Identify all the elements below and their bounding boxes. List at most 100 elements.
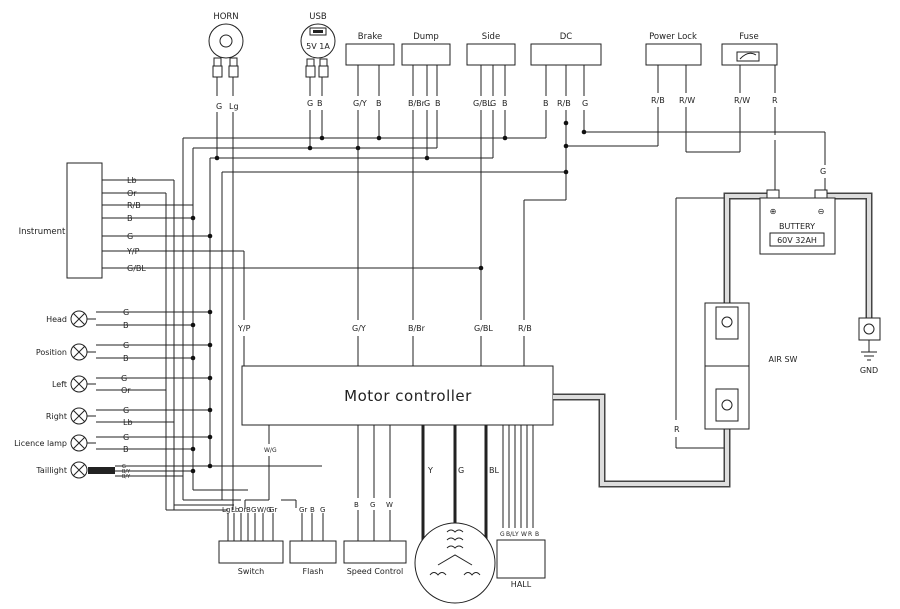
controller-top-wires [243, 336, 525, 366]
svg-text:BL: BL [489, 466, 499, 475]
svg-text:Right: Right [46, 412, 67, 421]
svg-text:B: B [543, 99, 549, 108]
svg-text:G: G [500, 531, 505, 538]
svg-text:Lb: Lb [123, 418, 133, 427]
hall-label: HALL [511, 580, 532, 589]
svg-text:G: G [123, 433, 129, 442]
svg-text:G: G [490, 99, 496, 108]
svg-text:G/BL: G/BL [473, 99, 492, 108]
air-sw-wire-label: R [674, 425, 680, 434]
ground-terminal [858, 317, 881, 341]
svg-text:Lg: Lg [222, 506, 230, 514]
svg-text:Or: Or [238, 506, 247, 514]
svg-text:Licence lamp: Licence lamp [14, 439, 67, 448]
svg-text:Or: Or [121, 386, 131, 395]
instrument-box [66, 162, 103, 279]
usb: 5V 1A USB [300, 12, 336, 78]
svg-text:Left: Left [52, 380, 67, 389]
svg-text:B: B [435, 99, 441, 108]
svg-text:G: G [121, 374, 127, 383]
svg-text:G: G [127, 232, 133, 241]
bus-lines [183, 123, 826, 449]
battery-negative-icon: ⊖ [818, 207, 825, 216]
svg-text:B: B [123, 354, 129, 363]
lamps: Head GB Position GB Left GOr Right GLb L… [14, 308, 210, 480]
horn: HORN [208, 12, 244, 78]
svg-text:G: G [424, 99, 430, 108]
battery-label: BUTTERY [779, 222, 815, 231]
speed-control-label: Speed Control [347, 567, 404, 576]
svg-text:R: R [772, 96, 778, 105]
side-connector [466, 43, 516, 66]
svg-text:G: G [123, 341, 129, 350]
svg-text:G/Y: G/Y [352, 324, 366, 333]
svg-text:Y/P: Y/P [126, 247, 140, 256]
svg-text:B: B [317, 99, 323, 108]
junction-dots [190, 120, 587, 474]
dc-connector [530, 43, 602, 66]
svg-text:R/W: R/W [679, 96, 695, 105]
brake-label: Brake [358, 32, 382, 42]
svg-text:B/L: B/L [506, 531, 516, 538]
motor-controller-label: Motor controller [344, 387, 472, 405]
svg-text:B: B [123, 321, 129, 330]
svg-text:Lg: Lg [229, 102, 239, 111]
harness-trunks [165, 138, 223, 510]
svg-text:Y/P: Y/P [237, 324, 251, 333]
svg-text:R/B: R/B [557, 99, 571, 108]
hall-wire-labels: G B/L Y W R B [500, 531, 539, 538]
svg-text:W/G: W/G [257, 506, 272, 514]
fuse-label: Fuse [739, 32, 758, 42]
usb-label: USB [309, 12, 327, 22]
svg-text:G: G [122, 464, 126, 470]
svg-text:Gr: Gr [299, 506, 307, 514]
svg-text:B: B [535, 531, 539, 538]
brake-connector [345, 43, 395, 66]
dc-label: DC [560, 32, 573, 42]
svg-text:R/W: R/W [734, 96, 750, 105]
svg-text:R/B: R/B [518, 324, 532, 333]
svg-text:G/BL: G/BL [127, 264, 146, 273]
svg-text:G/BL: G/BL [474, 324, 493, 333]
motor-phase-wires [421, 425, 488, 540]
svg-text:B/Y: B/Y [122, 469, 131, 475]
horn-label: HORN [213, 12, 238, 22]
battery-rating: 60V 32AH [777, 236, 817, 245]
svg-text:G: G [307, 99, 313, 108]
svg-text:R: R [528, 531, 532, 538]
speed-control-connector [343, 540, 407, 564]
svg-text:Position: Position [36, 348, 67, 357]
svg-text:G: G [370, 501, 375, 509]
svg-text:G: G [251, 506, 256, 514]
svg-text:B/Y: B/Y [122, 474, 131, 480]
switch-wire-labels: Lg Lb Or B G W/G Gr Gr B G B G W [222, 501, 393, 514]
svg-text:Taillight: Taillight [35, 466, 67, 475]
svg-text:B: B [123, 445, 129, 454]
instrument-wire-labels: Lb Or R/B B G Y/P G/BL [126, 176, 146, 273]
battery-positive-icon: ⊕ [770, 207, 777, 216]
power-lock-label: Power Lock [649, 32, 697, 42]
instrument-wires [102, 179, 481, 320]
svg-text:G: G [458, 466, 464, 475]
svg-text:Lb: Lb [127, 176, 137, 185]
svg-text:Or: Or [127, 189, 137, 198]
svg-text:Head: Head [46, 315, 67, 324]
svg-text:G: G [123, 308, 129, 317]
power-lock-connector [645, 43, 702, 66]
svg-text:B: B [502, 99, 508, 108]
svg-text:Y: Y [427, 466, 433, 475]
dump-label: Dump [413, 32, 439, 42]
svg-text:B: B [127, 214, 133, 223]
gnd-label: GND [860, 366, 878, 375]
battery-link-label: G [820, 167, 826, 176]
svg-text:R/B: R/B [651, 96, 665, 105]
switch-wires [166, 455, 324, 541]
svg-text:B: B [310, 506, 315, 514]
svg-text:Gr: Gr [269, 506, 277, 514]
svg-text:W: W [386, 501, 393, 509]
side-label: Side [482, 32, 500, 42]
svg-text:G: G [320, 506, 325, 514]
svg-text:B: B [376, 99, 382, 108]
motor [414, 522, 496, 604]
